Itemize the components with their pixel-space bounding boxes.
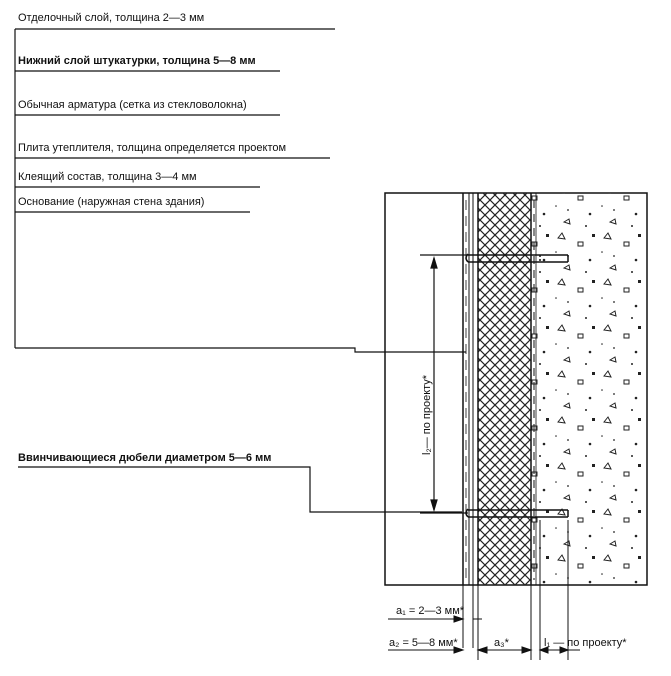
l1-label: l₁ — по проекту* bbox=[544, 637, 627, 649]
l2-dimension bbox=[420, 254, 468, 514]
layer-label-insulation: Плита утеплителя, толщина определяется п… bbox=[18, 142, 287, 154]
layer-label-finish: Отделочный слой, толщина 2—3 мм bbox=[18, 12, 205, 24]
layer-label-base-plaster: Нижний слой штукатурки, толщина 5—8 мм bbox=[18, 55, 256, 67]
a3-label: a₃* bbox=[494, 637, 510, 649]
layer-label-mesh: Обычная арматура (сетка из стекловолокна… bbox=[18, 99, 247, 111]
label-lines bbox=[14, 28, 466, 513]
dowel-label: Ввинчивающиеся дюбели диаметром 5—6 мм bbox=[18, 452, 272, 464]
a1-label: a₁ = 2—3 мм* bbox=[396, 605, 465, 617]
a2-label: a₂ = 5—8 мм* bbox=[389, 637, 458, 649]
wall-section bbox=[384, 192, 648, 586]
layer-label-substrate: Основание (наружная стена здания) bbox=[18, 196, 205, 208]
l2-label: l₂— по проекту* bbox=[421, 374, 433, 455]
bottom-dimensions bbox=[388, 520, 580, 660]
dowel-top bbox=[465, 253, 569, 263]
concrete-substrate bbox=[531, 193, 647, 585]
layer-label-adhesive: Клеящий состав, толщина 3—4 мм bbox=[18, 171, 197, 183]
insulation-slab bbox=[478, 193, 531, 585]
